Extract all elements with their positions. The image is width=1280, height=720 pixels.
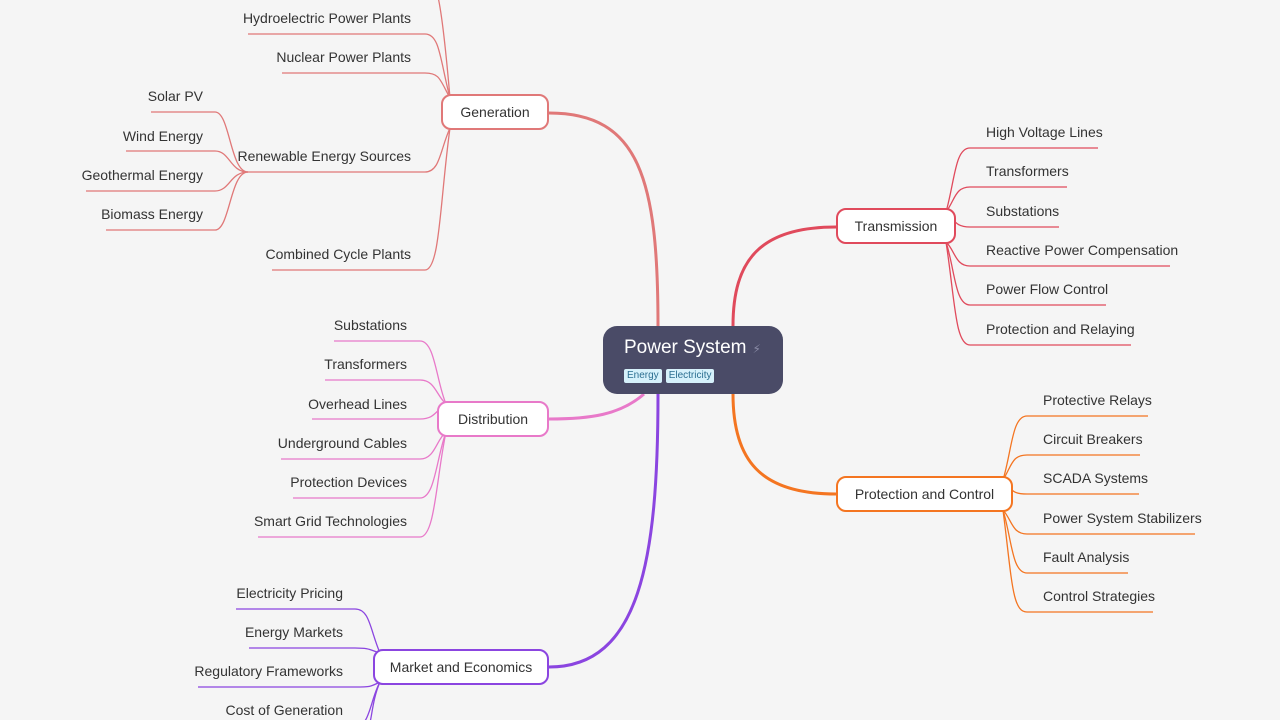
leaf-combined-cycle[interactable]: Combined Cycle Plants (265, 246, 411, 262)
connector-market (548, 393, 660, 669)
leaf-fault-analysis[interactable]: Fault Analysis (1043, 549, 1130, 565)
connector-protection (731, 393, 837, 496)
leaf-protective-relays[interactable]: Protective Relays (1043, 392, 1152, 408)
leaf-trans-substations[interactable]: Substations (986, 203, 1060, 219)
leaf-high-voltage-lines[interactable]: High Voltage Lines (986, 124, 1103, 140)
leaf-solar-pv[interactable]: Solar PV (147, 88, 203, 104)
leaf-circuit-breakers[interactable]: Circuit Breakers (1043, 431, 1143, 447)
root-node[interactable]: Power System ⚡ Energy Electricity (603, 326, 783, 394)
tag-energy[interactable]: Energy (624, 369, 662, 383)
leaf-energy-markets[interactable]: Energy Markets (244, 624, 343, 640)
leaf-scada[interactable]: SCADA Systems (1043, 470, 1149, 486)
branch-distribution[interactable]: Distribution (437, 401, 549, 437)
leaf-trans-transformers[interactable]: Transformers (986, 163, 1069, 179)
connector-transmission (731, 225, 837, 327)
tag-electricity[interactable]: Electricity (665, 369, 715, 383)
leaf-hydroelectric[interactable]: Hydroelectric Power Plants (242, 10, 411, 26)
branch-generation[interactable]: Generation (441, 94, 549, 130)
leaf-biomass[interactable]: Biomass Energy (101, 206, 203, 222)
connector-distribution (548, 392, 645, 421)
leaf-regulatory[interactable]: Regulatory Frameworks (194, 663, 343, 679)
leaf-electricity-pricing[interactable]: Electricity Pricing (236, 585, 343, 601)
leaf-renewable[interactable]: Renewable Energy Sources (237, 148, 411, 164)
leaf-power-flow[interactable]: Power Flow Control (986, 281, 1109, 297)
root-title: Power System (624, 337, 747, 358)
lightning-icon: ⚡ (752, 342, 761, 356)
root-title-row: Power System ⚡ (624, 336, 783, 361)
leaf-geothermal[interactable]: Geothermal Energy (81, 167, 203, 183)
leaf-dist-substations[interactable]: Substations (333, 317, 407, 333)
leaf-dist-transformers[interactable]: Transformers (324, 356, 407, 372)
leaf-cost-of-generation[interactable]: Cost of Generation (225, 702, 343, 718)
leaf-underground-cables[interactable]: Underground Cables (277, 435, 407, 451)
leaf-protection-relaying[interactable]: Protection and Relaying (986, 321, 1135, 337)
branch-market[interactable]: Market and Economics (373, 649, 549, 685)
leaf-overhead-lines[interactable]: Overhead Lines (308, 396, 407, 412)
leaf-stabilizers[interactable]: Power System Stabilizers (1043, 510, 1202, 526)
leaf-reactive-power[interactable]: Reactive Power Compensation (986, 242, 1179, 258)
leaf-smart-grid[interactable]: Smart Grid Technologies (253, 513, 407, 529)
branch-transmission[interactable]: Transmission (836, 208, 956, 244)
leaf-protection-devices[interactable]: Protection Devices (290, 474, 407, 490)
root-tags: Energy Electricity (624, 369, 783, 383)
leaf-wind[interactable]: Wind Energy (122, 128, 203, 144)
leaf-nuclear[interactable]: Nuclear Power Plants (276, 49, 411, 65)
connector-generation (548, 111, 660, 327)
leaf-control-strategies[interactable]: Control Strategies (1043, 588, 1156, 604)
branch-protection[interactable]: Protection and Control (836, 476, 1013, 512)
